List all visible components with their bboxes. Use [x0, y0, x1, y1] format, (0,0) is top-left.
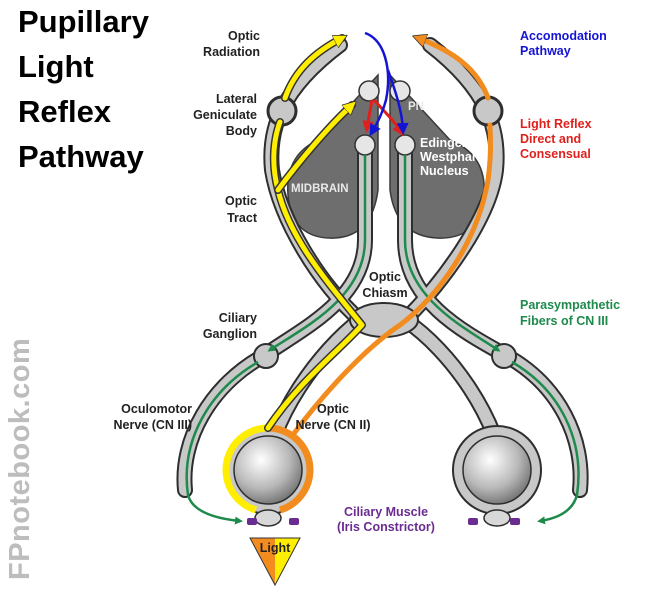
label-optic-radiation-2: Radiation: [203, 45, 260, 59]
legend-accommodation-2: Pathway: [520, 44, 571, 58]
label-optic-chiasm-2: Chiasm: [362, 286, 407, 300]
legend-accommodation-1: Accomodation: [520, 29, 607, 43]
label-optic-tract-2: Tract: [227, 211, 258, 225]
label-optic-chiasm-1: Optic: [369, 270, 401, 284]
ciliary-muscle-right-a: [468, 518, 478, 525]
label-ew-1: Edinger: [420, 136, 467, 150]
parasympathetic-fibers: [185, 155, 580, 525]
label-ew-2: Westphal: [420, 150, 475, 164]
ciliary-muscle-left-a: [247, 518, 257, 525]
title-line-1: Pupillary: [18, 4, 149, 39]
legend-parasympathetic-1: Parasympathetic: [520, 298, 620, 312]
yellow-light-pathway: [264, 34, 366, 432]
light-triangle: [249, 537, 301, 587]
ew-nucleus-right: [394, 134, 416, 156]
legend-light-reflex-1: Light Reflex: [520, 117, 592, 131]
eye-right: [452, 425, 542, 527]
title-line-4: Pathway: [18, 139, 144, 174]
label-midbrain: MIDBRAIN: [291, 183, 349, 195]
ew-nucleus-left: [354, 134, 376, 156]
legend-parasympathetic-2: Fibers of CN III: [520, 314, 608, 328]
label-pn: PN: [408, 101, 424, 113]
label-optic-radiation-1: Optic: [228, 29, 260, 43]
blue-accommodation-arrow: [364, 31, 409, 137]
label-ciliary-muscle-1: Ciliary Muscle: [344, 505, 428, 519]
label-lgb-1: Lateral: [216, 92, 257, 106]
label-ciliary-ganglion-1: Ciliary: [219, 311, 257, 325]
label-oculomotor-2: Nerve (CN III): [114, 418, 193, 432]
label-optic-nerve-1: Optic: [317, 402, 349, 416]
title-line-2: Light: [18, 49, 94, 84]
title-line-3: Reflex: [18, 94, 112, 129]
ciliary-muscle-right-b: [510, 518, 520, 525]
label-ew-3: Nucleus: [420, 164, 469, 178]
label-lgb-2: Geniculate: [193, 108, 257, 122]
label-light: Light: [260, 541, 291, 555]
label-ciliary-ganglion-2: Ganglion: [203, 327, 257, 341]
lateral-geniculate-body-right: [472, 95, 504, 127]
ciliary-muscle-left-b: [289, 518, 299, 525]
eye-left: [222, 424, 314, 527]
legend-light-reflex-3: Consensual: [520, 147, 591, 161]
label-ciliary-muscle-2: (Iris Constrictor): [337, 520, 435, 534]
pretectal-nucleus-left: [358, 80, 380, 102]
label-lgb-3: Body: [226, 124, 257, 138]
legend-light-reflex-2: Direct and: [520, 132, 581, 146]
orange-accommodation-pathway: [289, 38, 493, 439]
label-optic-tract-1: Optic: [225, 194, 257, 208]
label-oculomotor-1: Oculomotor: [121, 402, 192, 416]
pretectal-nucleus-right: [389, 80, 411, 102]
label-optic-nerve-2: Nerve (CN II): [295, 418, 370, 432]
watermark: FPnotebook.com: [4, 337, 36, 580]
